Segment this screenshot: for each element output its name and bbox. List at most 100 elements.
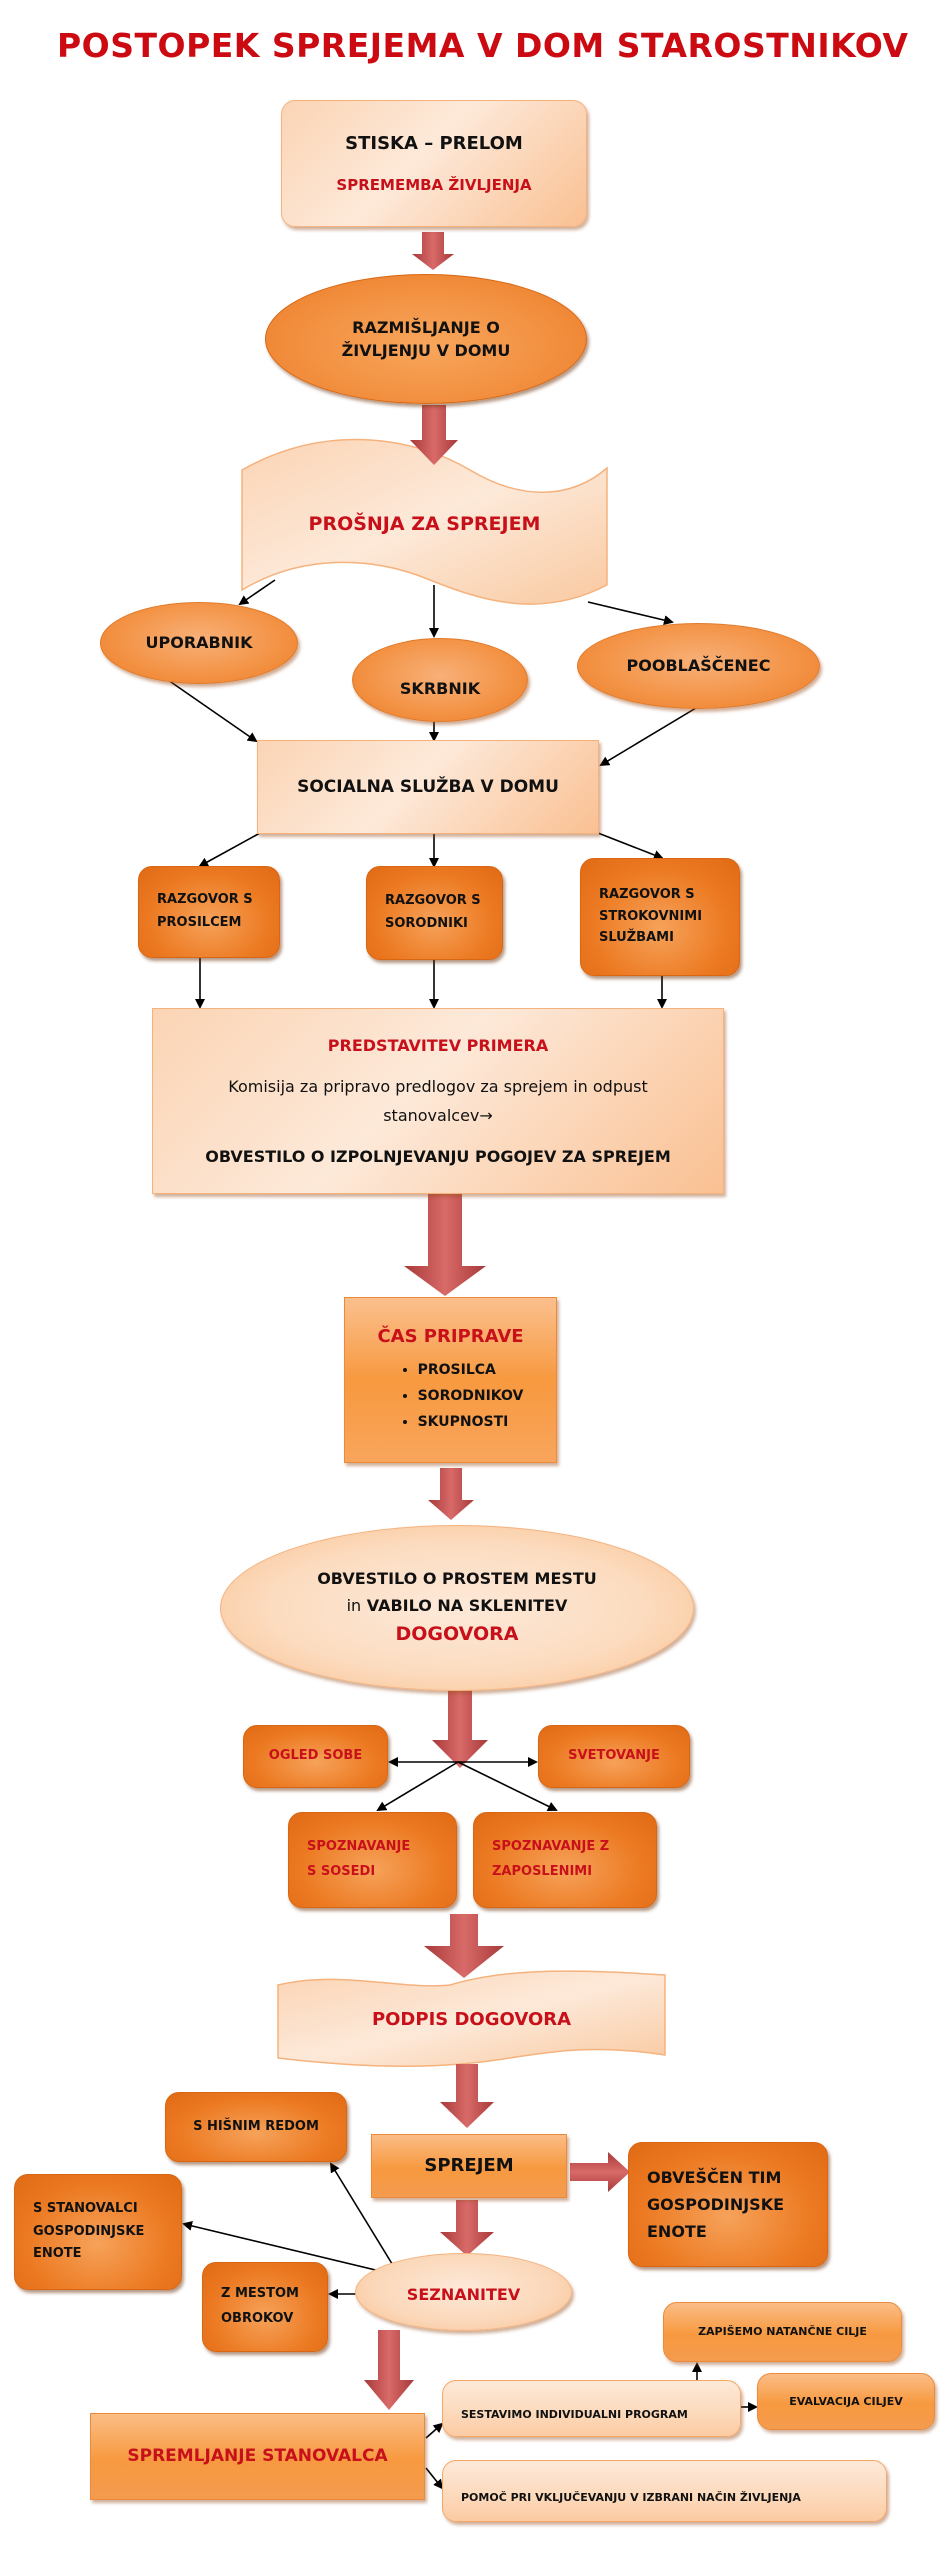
mesto-obrokov-line2: OBROKOV bbox=[221, 2311, 294, 2326]
block-arrow-8 bbox=[440, 2200, 494, 2256]
stanovalci-line3: ENOTE bbox=[33, 2246, 82, 2262]
stiska-line1: STISKA – PRELOM bbox=[345, 132, 523, 154]
predstavitev-heading: PREDSTAVITEV PRIMERA bbox=[327, 1035, 549, 1055]
arrow-socialna-razgovor3 bbox=[597, 832, 664, 860]
spoznavanje-zaposleni-line2: ZAPOSLENIMI bbox=[492, 1864, 593, 1879]
node-spoznavanje-sosedi: SPOZNAVANJE S SOSEDI bbox=[288, 1812, 457, 1908]
node-svetovanje: SVETOVANJE bbox=[538, 1725, 690, 1788]
block-arrow-2 bbox=[410, 405, 458, 465]
seznanitev-label: SEZNANITEV bbox=[406, 2285, 521, 2305]
node-predstavitev-primera: PREDSTAVITEV PRIMERA Komisija za priprav… bbox=[152, 1008, 724, 1194]
predstavitev-body2: stanovalcev→ bbox=[383, 1106, 493, 1125]
arrow-to-spoz-sosedi bbox=[376, 1761, 459, 1812]
stanovalci-line2: GOSPODINJSKE bbox=[33, 2223, 145, 2239]
razgovor1-line1: RAZGOVOR S bbox=[157, 892, 253, 908]
node-spoznavanje-zaposleni: SPOZNAVANJE Z ZAPOSLENIMI bbox=[473, 1812, 657, 1908]
obvescen-line2: GOSPODINJSKE bbox=[647, 2194, 785, 2214]
arrow-socialna-razgovor1 bbox=[198, 832, 261, 867]
node-zapisemo: ZAPIŠEMO NATANČNE CILJE bbox=[663, 2302, 902, 2362]
spoznavanje-sosedi-line1: SPOZNAVANJE bbox=[307, 1839, 411, 1855]
obvescen-line3: ENOTE bbox=[647, 2222, 707, 2242]
node-seznanitev: SEZNANITEV bbox=[355, 2253, 572, 2331]
node-uporabnik: UPORABNIK bbox=[100, 602, 298, 684]
spoznavanje-sosedi-line2: S SOSEDI bbox=[307, 1864, 376, 1879]
arrow-prosnja-uporabnik bbox=[238, 579, 276, 606]
predstavitev-footer: OBVESTILO O IZPOLNJEVANJU POGOJEV ZA SPR… bbox=[205, 1147, 671, 1167]
prosnja-label: PROŠNJA ZA SPREJEM bbox=[308, 513, 541, 536]
arrow-spremljanje-pomoc bbox=[425, 2467, 444, 2490]
node-cas-priprave: ČAS PRIPRAVE PROSILCA SORODNIKOV SKUPNOS… bbox=[344, 1297, 557, 1463]
block-arrow-7 bbox=[440, 2064, 494, 2128]
page-title: POSTOPEK SPREJEMA V DOM STAROSTNIKOV bbox=[57, 26, 909, 65]
node-skrbnik: SKRBNIK bbox=[352, 638, 528, 722]
node-sestavimo: SESTAVIMO INDIVIDUALNI PROGRAM bbox=[442, 2380, 741, 2437]
node-prosnja: PROŠNJA ZA SPREJEM bbox=[242, 505, 607, 545]
arrow-prosnja-pooblascenec bbox=[587, 601, 674, 626]
evalvacija-label: EVALVACIJA CILJEV bbox=[789, 2394, 903, 2408]
cas-priprave-item: PROSILCA bbox=[418, 1358, 524, 1384]
node-razmisljanje: RAZMIŠLJANJE O ŽIVLJENJU V DOMU bbox=[265, 274, 587, 404]
predstavitev-body1: Komisija za pripravo predlogov za spreje… bbox=[228, 1076, 648, 1096]
cas-priprave-item: SKUPNOSTI bbox=[418, 1410, 524, 1436]
node-spremljanje-stanovalca: SPREMLJANJE STANOVALCA bbox=[90, 2413, 425, 2500]
block-arrow-3 bbox=[404, 1192, 486, 1296]
node-pomoc: POMOČ PRI VKLJUČEVANJU V IZBRANI NAČIN Ž… bbox=[442, 2460, 887, 2522]
cas-priprave-heading: ČAS PRIPRAVE bbox=[377, 1326, 524, 1347]
block-arrow-right bbox=[570, 2152, 630, 2192]
socialna-label: SOCIALNA SLUŽBA V DOMU bbox=[297, 776, 559, 797]
block-arrow-6 bbox=[424, 1914, 504, 1978]
node-razgovor-strokovnimi: RAZGOVOR S STROKOVNIMI SLUŽBAMI bbox=[580, 858, 740, 976]
node-hisni-red: S HIŠNIM REDOM bbox=[165, 2092, 347, 2162]
block-arrow-5 bbox=[432, 1690, 488, 1768]
node-obvescen-tim: OBVEŠČEN TIM GOSPODINJSKE ENOTE bbox=[628, 2142, 828, 2267]
cas-priprave-list: PROSILCA SORODNIKOV SKUPNOSTI bbox=[378, 1358, 524, 1436]
node-obvestilo-prostem-mestu: OBVESTILO O PROSTEM MESTU in VABILO NA S… bbox=[220, 1525, 694, 1691]
node-mesto-obrokov: Z MESTOM OBROKOV bbox=[202, 2262, 328, 2352]
node-stanovalci: S STANOVALCI GOSPODINJSKE ENOTE bbox=[14, 2174, 182, 2290]
obvestilo-line2: VABILO NA SKLENITEV bbox=[366, 1596, 568, 1616]
razgovor3-line1: RAZGOVOR S bbox=[599, 886, 695, 902]
razgovor1-line2: PROSILCEM bbox=[157, 915, 242, 930]
stanovalci-line1: S STANOVALCI bbox=[33, 2200, 138, 2216]
stiska-line2: SPREMEMBA ŽIVLJENJA bbox=[336, 175, 532, 194]
arrow-spremljanje-sestavimo bbox=[425, 2422, 444, 2439]
ogled-sobe-label: OGLED SOBE bbox=[268, 1748, 363, 1764]
node-stiska-prelom: STISKA – PRELOM SPREMEMBA ŽIVLJENJA bbox=[281, 100, 587, 227]
pomoc-label: POMOČ PRI VKLJUČEVANJU V IZBRANI NAČIN Ž… bbox=[461, 2491, 801, 2505]
skrbnik-label: SKRBNIK bbox=[399, 679, 481, 699]
arrow-uporabnik-socialna bbox=[167, 679, 258, 743]
node-razgovor-sorodniki: RAZGOVOR S SORODNIKI bbox=[366, 866, 503, 960]
block-arrow-4 bbox=[428, 1468, 474, 1520]
cas-priprave-item: SORODNIKOV bbox=[418, 1384, 524, 1410]
obvescen-line1: OBVEŠČEN TIM bbox=[647, 2167, 782, 2187]
obvestilo-line1: OBVESTILO O PROSTEM MESTU bbox=[317, 1569, 597, 1589]
block-arrow-9 bbox=[364, 2330, 414, 2410]
razmisljanje-line2: ŽIVLJENJU V DOMU bbox=[341, 341, 511, 360]
arrow-pooblascenec-socialna bbox=[599, 707, 697, 767]
sestavimo-label: SESTAVIMO INDIVIDUALNI PROGRAM bbox=[461, 2407, 688, 2421]
uporabnik-label: UPORABNIK bbox=[145, 633, 253, 653]
block-arrow-1 bbox=[412, 232, 454, 270]
razgovor3-line2: STROKOVNIMI bbox=[599, 908, 703, 924]
node-pooblascenec: POOBLAŠČENEC bbox=[577, 623, 820, 709]
pooblascenec-label: POOBLAŠČENEC bbox=[626, 656, 771, 676]
razgovor2-line2: SORODNIKI bbox=[385, 916, 468, 931]
spoznavanje-zaposleni-line1: SPOZNAVANJE Z bbox=[492, 1839, 610, 1855]
node-evalvacija: EVALVACIJA CILJEV bbox=[757, 2373, 935, 2430]
node-razgovor-prosilcem: RAZGOVOR S PROSILCEM bbox=[138, 866, 280, 958]
razgovor2-line1: RAZGOVOR S bbox=[385, 893, 481, 909]
razgovor3-line3: SLUŽBAMI bbox=[599, 930, 674, 946]
razmisljanje-line1: RAZMIŠLJANJE O bbox=[352, 317, 500, 337]
obvestilo-line2-prefix: in bbox=[346, 1596, 362, 1616]
podpis-label: PODPIS DOGOVORA bbox=[371, 2008, 572, 2030]
zapisemo-label: ZAPIŠEMO NATANČNE CILJE bbox=[698, 2325, 867, 2339]
node-podpis-dogovora: PODPIS DOGOVORA bbox=[278, 2000, 665, 2040]
node-sprejem: SPREJEM bbox=[371, 2134, 567, 2198]
svetovanje-label: SVETOVANJE bbox=[568, 1748, 660, 1764]
mesto-obrokov-line1: Z MESTOM bbox=[221, 2286, 299, 2302]
spremljanje-label: SPREMLJANJE STANOVALCA bbox=[127, 2446, 388, 2467]
sprejem-label: SPREJEM bbox=[424, 2154, 514, 2176]
obvestilo-line3: DOGOVORA bbox=[395, 1623, 519, 1646]
hisni-red-label: S HIŠNIM REDOM bbox=[193, 2118, 319, 2134]
node-ogled-sobe: OGLED SOBE bbox=[243, 1725, 388, 1788]
